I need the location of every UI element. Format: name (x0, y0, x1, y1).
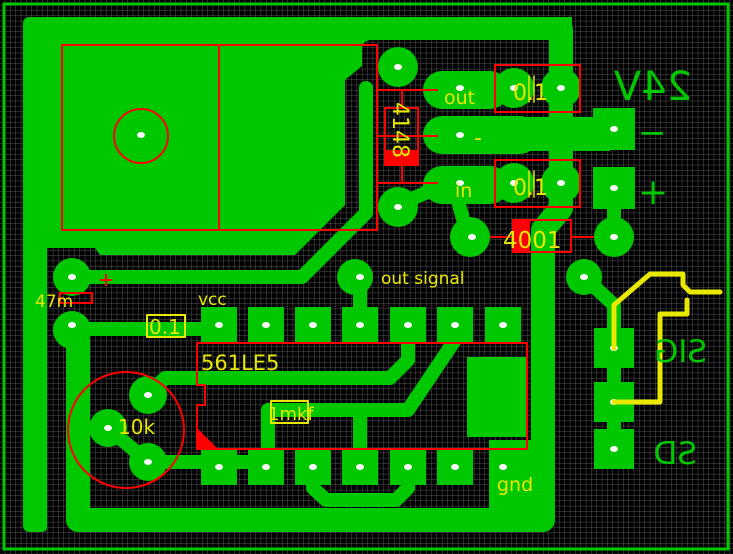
copper-label-24v: 24V (613, 64, 692, 110)
ic-pads-top (201, 307, 521, 343)
outline-layer (59, 44, 594, 489)
cap2-outline (494, 159, 581, 208)
trace-minus-band (500, 117, 610, 151)
copper-label-plus: + (638, 172, 668, 213)
pour-gnd (489, 440, 534, 520)
label-diode-4001: 4001 (503, 228, 562, 254)
cap1-outline (494, 64, 581, 113)
drill-holes (68, 64, 618, 470)
pad[interactable] (337, 259, 373, 295)
trace-47m-plus (65, 81, 373, 284)
label-diode-4148: 4148 (387, 102, 412, 158)
ground-pour-top (23, 17, 572, 532)
label-out: out (444, 87, 475, 109)
label-1mkf: 1mkf (268, 404, 314, 425)
label-cap1: 0.1 (513, 81, 548, 106)
label-47m: 47m (35, 292, 73, 312)
label-cap-small: 0.1 (149, 315, 181, 339)
copper-label-sd: SD (653, 436, 697, 472)
sig-wire (611, 271, 723, 351)
pads (53, 47, 635, 485)
label-ic: 561LE5 (201, 351, 279, 375)
pour-ic-right (467, 357, 527, 437)
label-minus: - (474, 126, 482, 151)
copper-text-layer: 24V − + SIG SD (613, 64, 707, 472)
ds-wire (611, 297, 690, 405)
pot-outline (67, 371, 185, 489)
label-cap2: 0.1 (513, 176, 548, 201)
label-out-signal: out signal (381, 269, 465, 289)
label-vcc: vcc (198, 290, 227, 310)
label-pot: 10k (118, 415, 155, 439)
copper-label-sig: SIG (654, 334, 707, 370)
label-gnd: gnd (497, 474, 533, 496)
pad[interactable] (53, 311, 91, 349)
relay-coil-outline (113, 108, 169, 164)
ic-outline (196, 342, 528, 450)
silkscreen-layer: out - in 0.1 0.1 4148 4001 out signal 47… (35, 75, 723, 496)
label-in: in (455, 180, 472, 202)
copper-label-minus: − (638, 113, 667, 153)
